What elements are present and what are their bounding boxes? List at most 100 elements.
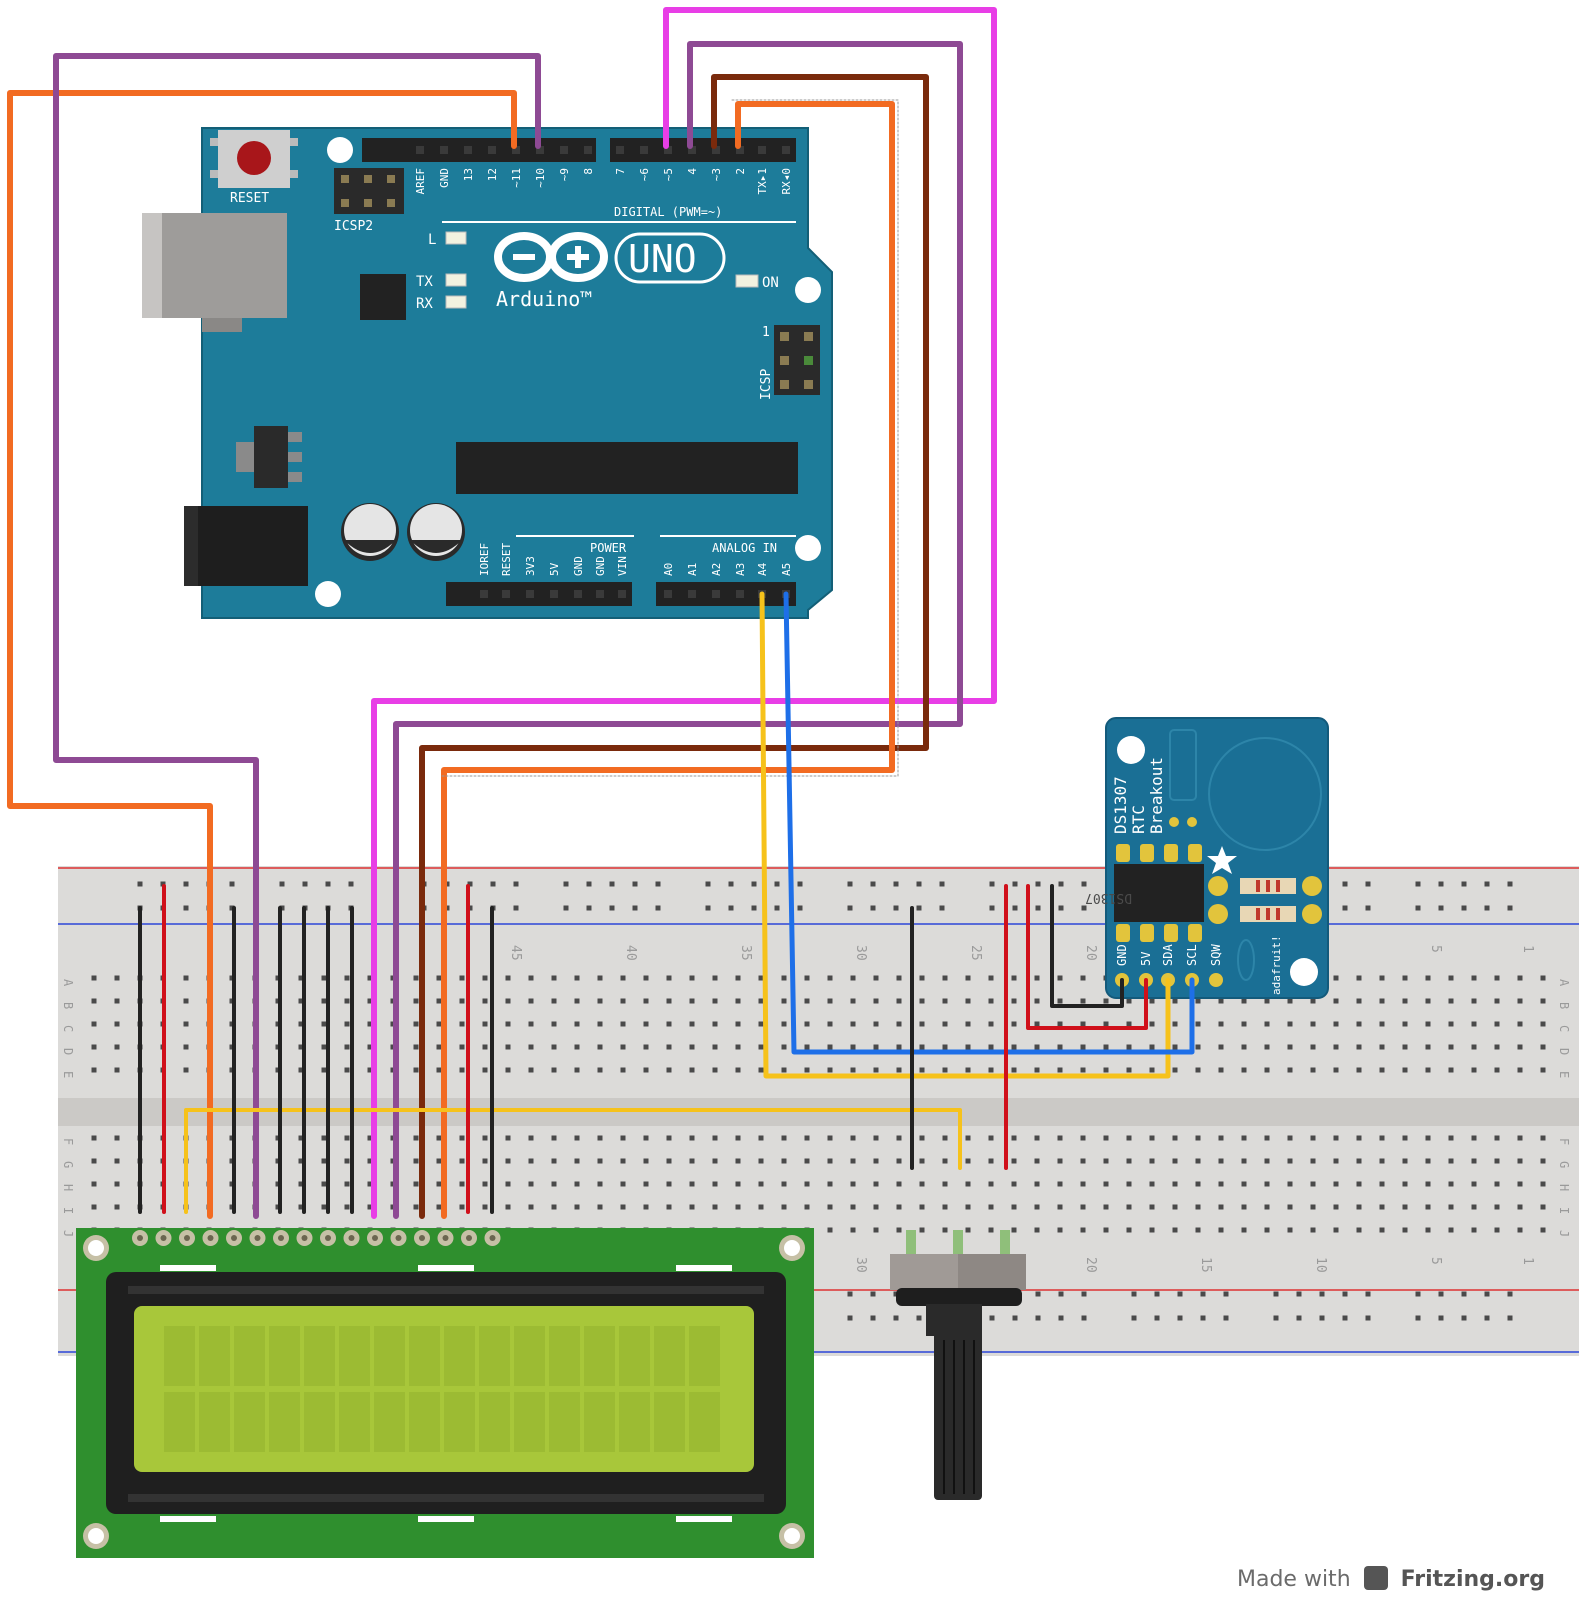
breadboard-hole — [758, 1067, 764, 1073]
breadboard-hole — [1356, 1135, 1362, 1141]
breadboard-hole — [827, 975, 833, 981]
breadboard-hole — [505, 1044, 511, 1050]
breadboard-hole — [1517, 1021, 1523, 1027]
breadboard-hole — [1461, 905, 1467, 911]
breadboard-hole — [1057, 1204, 1063, 1210]
breadboard-hole — [1172, 1067, 1178, 1073]
breadboard-hole — [298, 1021, 304, 1027]
breadboard-hole — [1195, 998, 1201, 1004]
breadboard-hole — [1494, 1158, 1500, 1164]
breadboard-hole — [1218, 1204, 1224, 1210]
breadboard-hole — [321, 1181, 327, 1187]
lcd-character-cell — [409, 1326, 440, 1386]
breadboard-hole — [916, 881, 922, 887]
wire-selection-outline — [439, 99, 899, 777]
breadboard-hole — [804, 1044, 810, 1050]
breadboard-hole — [689, 975, 695, 981]
row-letter: H — [61, 1184, 75, 1191]
breadboard-hole — [344, 1067, 350, 1073]
breadboard-hole — [781, 998, 787, 1004]
breadboard-hole — [1448, 1204, 1454, 1210]
breadboard-hole — [505, 998, 511, 1004]
breadboard-hole — [827, 1135, 833, 1141]
breadboard-hole — [989, 881, 995, 887]
breadboard-hole — [1241, 1204, 1247, 1210]
breadboard-hole — [1264, 1135, 1270, 1141]
breadboard-hole — [1154, 1315, 1160, 1321]
breadboard-hole — [436, 1204, 442, 1210]
breadboard-hole — [1310, 1067, 1316, 1073]
breadboard-hole — [459, 1044, 465, 1050]
breadboard-hole — [551, 1158, 557, 1164]
breadboard-hole — [1057, 1021, 1063, 1027]
breadboard-hole — [505, 975, 511, 981]
breadboard-hole — [1471, 1067, 1477, 1073]
breadboard-hole — [781, 1021, 787, 1027]
made-with-text: Made with — [1237, 1567, 1351, 1592]
breadboard-hole — [1494, 1044, 1500, 1050]
breadboard-hole — [459, 1181, 465, 1187]
lcd-character-cell — [584, 1326, 615, 1386]
breadboard-hole — [1195, 1021, 1201, 1027]
breadboard-hole — [114, 1044, 120, 1050]
star-icon — [1207, 846, 1237, 874]
breadboard-hole — [827, 1227, 833, 1233]
breadboard-hole — [114, 998, 120, 1004]
breadboard-hole — [735, 1158, 741, 1164]
header-pin — [736, 590, 744, 598]
lcd-character-cell — [374, 1326, 405, 1386]
breadboard-hole — [758, 975, 764, 981]
breadboard-hole — [1517, 1044, 1523, 1050]
breadboard-hole — [183, 975, 189, 981]
led-tx-label: TX — [416, 274, 433, 290]
breadboard-hole — [1517, 1204, 1523, 1210]
power-pin-label: GND — [572, 556, 585, 576]
breadboard-hole — [459, 1067, 465, 1073]
breadboard-hole — [505, 1181, 511, 1187]
breadboard-hole — [804, 975, 810, 981]
breadboard-hole — [551, 998, 557, 1004]
breadboard-hole — [505, 1158, 511, 1164]
power-pin-label: GND — [594, 556, 607, 576]
breadboard-hole — [1034, 975, 1040, 981]
column-number: 5 — [1428, 1257, 1443, 1265]
breadboard-hole — [1195, 1067, 1201, 1073]
lcd-pin-hole — [489, 1235, 496, 1241]
breadboard-hole — [1264, 1181, 1270, 1187]
breadboard-hole — [1540, 998, 1546, 1004]
breadboard-hole — [114, 1067, 120, 1073]
breadboard-hole — [1149, 1204, 1155, 1210]
digital-label: DIGITAL (PWM=~) — [614, 205, 722, 219]
row-letter: B — [1557, 1002, 1571, 1009]
breadboard-hole — [1081, 881, 1087, 887]
breadboard-hole — [1172, 1021, 1178, 1027]
breadboard-hole — [870, 1291, 876, 1297]
breadboard-hole — [183, 1067, 189, 1073]
breadboard-hole — [1365, 881, 1371, 887]
breadboard-hole — [436, 1158, 442, 1164]
breadboard-hole — [1273, 1291, 1279, 1297]
breadboard-hole — [1310, 1158, 1316, 1164]
breadboard-hole — [1448, 1181, 1454, 1187]
row-letter: E — [61, 1071, 75, 1078]
breadboard-hole — [1471, 1181, 1477, 1187]
breadboard-hole — [728, 881, 734, 887]
breadboard-hole — [436, 1135, 442, 1141]
uno-badge — [614, 232, 726, 284]
power-header — [446, 582, 632, 606]
breadboard-hole — [965, 1067, 971, 1073]
row-letter: H — [1557, 1184, 1571, 1191]
breadboard-hole — [1333, 975, 1339, 981]
breadboard-hole — [1241, 1067, 1247, 1073]
breadboard-hole — [436, 998, 442, 1004]
breadboard-hole — [1365, 1315, 1371, 1321]
breadboard-hole — [873, 1067, 879, 1073]
wire-brown-d3 — [419, 74, 929, 1219]
breadboard-hole — [1058, 905, 1064, 911]
column-number: 15 — [1198, 1257, 1213, 1273]
icsp2-label: ICSP2 — [334, 219, 373, 234]
breadboard-hole — [965, 1021, 971, 1027]
breadboard-hole — [367, 975, 373, 981]
breadboard-hole — [1461, 881, 1467, 887]
breadboard-hole — [1034, 1044, 1040, 1050]
